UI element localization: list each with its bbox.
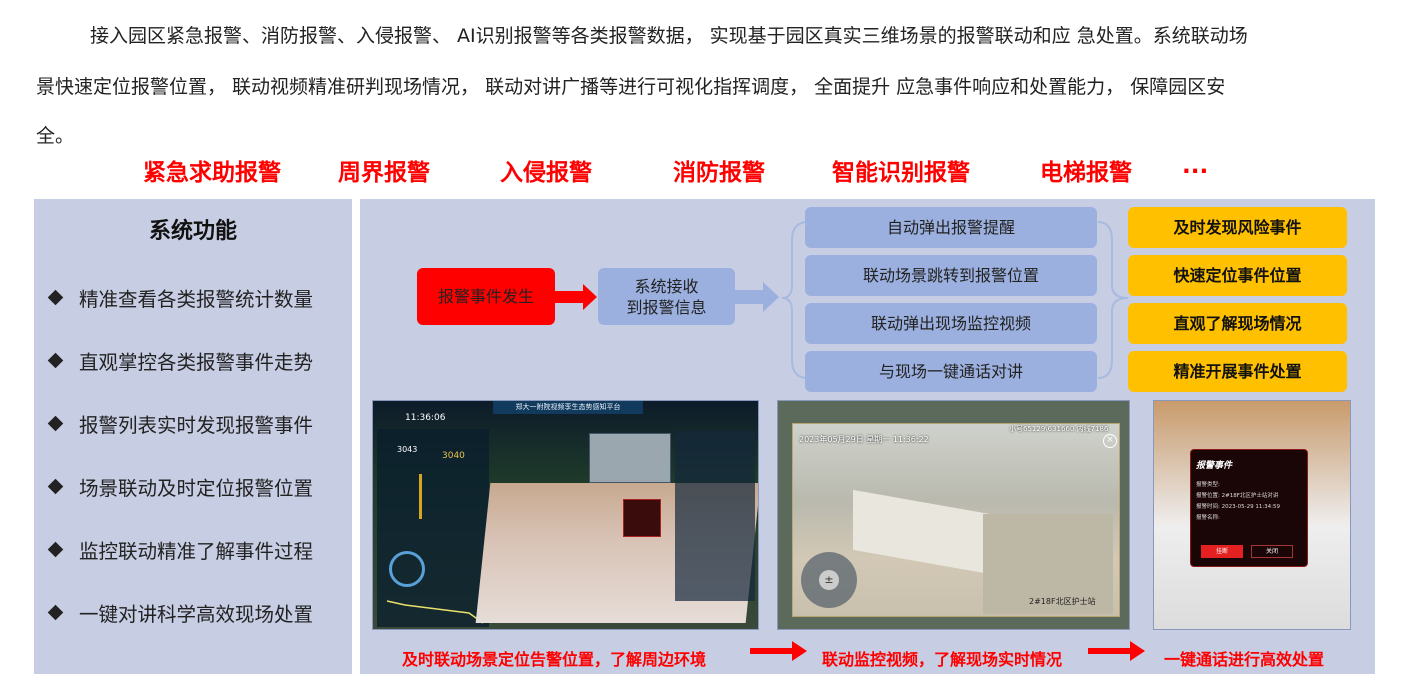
alarm-popup: 报警事件 报警类型: 报警位置: 2#18F北区护士站对讲 报警时间: 2023… xyxy=(1190,449,1308,567)
system-receive-box: 系统接收 到报警信息 xyxy=(598,268,735,325)
popup-field: 报警名称: xyxy=(1196,515,1220,521)
function-label: 精准查看各类报警统计数量 xyxy=(79,288,314,311)
platform-title: 郑大一附院视频孪生态势感知平台 xyxy=(493,401,643,414)
alarm-type: ... xyxy=(1182,153,1209,179)
ptz-control[interactable]: ± xyxy=(801,552,857,608)
caption: 一键通话进行高效处置 xyxy=(1164,650,1325,669)
function-item: 场景联动及时定位报警位置 xyxy=(47,472,314,501)
alarm-total: 3043 xyxy=(397,445,418,454)
alarm-type: 入侵报警 xyxy=(500,160,592,186)
counter xyxy=(983,514,1113,614)
action-box: 与现场一键通话对讲 xyxy=(805,351,1097,392)
popup-title: 报警事件 xyxy=(1196,461,1233,471)
result-box: 精准开展事件处置 xyxy=(1128,351,1347,392)
function-item: 直观掌控各类报警事件走势 xyxy=(47,346,314,375)
function-item: 一键对讲科学高效现场处置 xyxy=(47,598,314,627)
left-brace-icon xyxy=(781,221,809,379)
function-label: 直观掌控各类报警事件走势 xyxy=(79,351,314,374)
trend-line xyxy=(386,600,484,624)
alarm-popup-mini xyxy=(623,499,661,537)
alarm-list-panel xyxy=(675,431,755,601)
popup-fields: 报警类型: 报警位置: 2#18F北区护士站对讲 报警时间: 2023-05-2… xyxy=(1196,480,1280,524)
alarm-type: 周界报警 xyxy=(338,160,430,186)
action-box: 联动弹出现场监控视频 xyxy=(805,303,1097,344)
close-icon[interactable]: × xyxy=(1103,434,1117,448)
diamond-bullet-icon xyxy=(47,289,64,306)
result-box: 直观了解现场情况 xyxy=(1128,303,1347,344)
arrow-right-icon xyxy=(735,282,779,312)
right-brace-icon xyxy=(1097,221,1129,379)
intro-line-3: 全。 xyxy=(36,125,75,147)
caption: 联动监控视频，了解现场实时情况 xyxy=(822,650,1063,669)
diamond-bullet-icon xyxy=(47,478,64,495)
video-thumbnail xyxy=(589,433,671,483)
function-label: 场景联动及时定位报警位置 xyxy=(79,477,314,500)
close-button[interactable]: 关闭 xyxy=(1251,545,1293,558)
functions-title: 系统功能 xyxy=(148,219,237,244)
function-item: 精准查看各类报警统计数量 xyxy=(47,283,314,312)
alarm-type: 智能识别报警 xyxy=(832,160,970,186)
video-phone: 小号65129\631660 内线7186 xyxy=(1009,425,1109,433)
caption: 及时联动场景定位告警位置，了解周边环境 xyxy=(402,650,707,669)
diamond-bullet-icon xyxy=(47,541,64,558)
system-functions-panel: 系统功能 精准查看各类报警统计数量 直观掌控各类报警事件走势 报警列表实时发现报… xyxy=(34,199,352,674)
stats-sidebar: 3043 3040 xyxy=(377,429,489,627)
arrow-right-icon xyxy=(1088,641,1145,661)
result-box: 快速定位事件位置 xyxy=(1128,255,1347,296)
video-location: 2#18F北区护士站 xyxy=(1029,597,1096,606)
bar-mark xyxy=(419,474,422,519)
alarm-handled: 3040 xyxy=(442,451,465,461)
result-box: 及时发现风险事件 xyxy=(1128,207,1347,248)
arrow-right-icon xyxy=(555,284,597,310)
popup-field: 报警位置: 2#18F北区护士站对讲 xyxy=(1196,493,1279,499)
function-label: 报警列表实时发现报警事件 xyxy=(79,414,314,437)
popup-field: 报警时间: 2023-05-29 11:34:59 xyxy=(1196,504,1281,510)
action-box: 联动场景跳转到报警位置 xyxy=(805,255,1097,296)
action-box: 自动弹出报警提醒 xyxy=(805,207,1097,248)
function-item: 报警列表实时发现报警事件 xyxy=(47,409,314,438)
popup-field: 报警类型: xyxy=(1196,482,1220,488)
diamond-bullet-icon xyxy=(47,415,64,432)
hangup-button[interactable]: 挂断 xyxy=(1201,545,1243,558)
platform-screenshot: 郑大一附院视频孪生态势感知平台 11:36:06 3043 3040 xyxy=(372,400,759,630)
diamond-bullet-icon xyxy=(47,604,64,621)
gauge-ring xyxy=(389,551,425,587)
function-label: 监控联动精准了解事件过程 xyxy=(79,540,314,563)
intro-line-1: 接入园区紧急报警、消防报警、入侵报警、 AI识别报警等各类报警数据， 实现基于园… xyxy=(90,25,1248,47)
zoom-icon[interactable]: ± xyxy=(819,570,839,590)
video-feed: 2023年05月29日 星期一 11:36:22 小号65129\631660 … xyxy=(792,423,1120,617)
intro-line-2: 景快速定位报警位置， 联动视频精准研判现场情况， 联动对讲广播等进行可视化指挥调… xyxy=(36,76,1226,98)
arrow-right-icon xyxy=(750,641,807,661)
video-datetime: 2023年05月29日 星期一 11:36:22 xyxy=(799,435,929,444)
alarm-type: 紧急求助报警 xyxy=(143,160,281,186)
diamond-bullet-icon xyxy=(47,352,64,369)
alarm-type: 电梯报警 xyxy=(1040,160,1132,186)
event-occurs-box: 报警事件发生 xyxy=(417,268,555,325)
alarm-popup-screenshot: 报警事件 报警类型: 报警位置: 2#18F北区护士站对讲 报警时间: 2023… xyxy=(1153,400,1351,630)
function-label: 一键对讲科学高效现场处置 xyxy=(79,603,314,626)
surveillance-screenshot: 2023年05月29日 星期一 11:36:22 小号65129\631660 … xyxy=(777,400,1130,630)
alarm-type: 消防报警 xyxy=(673,160,765,186)
function-item: 监控联动精准了解事件过程 xyxy=(47,535,314,564)
platform-time: 11:36:06 xyxy=(405,413,446,423)
